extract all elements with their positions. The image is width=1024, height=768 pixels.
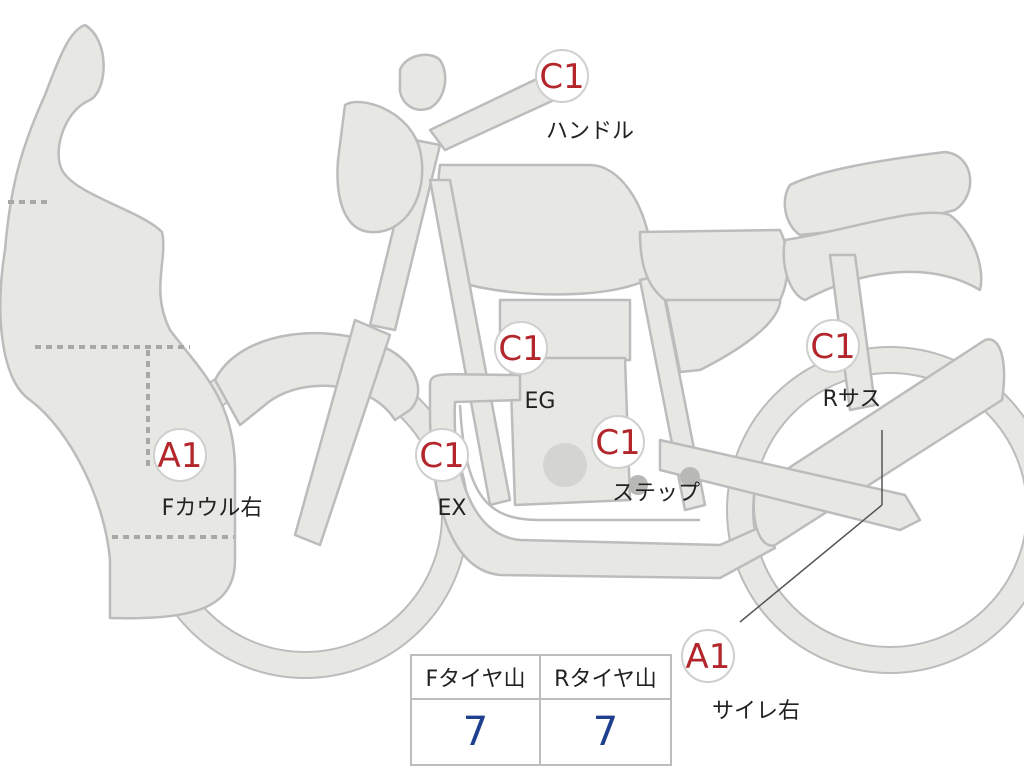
swing-arm xyxy=(658,438,922,532)
front-fork xyxy=(368,138,442,332)
damage-marker: A1 サイレ右 xyxy=(681,629,800,724)
marker-grade-code: A1 xyxy=(686,637,731,677)
marker-part-label: サイレ右 xyxy=(712,699,800,724)
marker-grade-code: C1 xyxy=(539,57,584,97)
marker-circle xyxy=(806,319,860,373)
front-tire-value: 7 xyxy=(412,700,541,764)
marker-part-label: EX xyxy=(438,496,467,521)
rear-tire-value: 7 xyxy=(592,709,619,755)
marker-grade-code: C1 xyxy=(810,327,855,367)
rear-wheel-inner xyxy=(728,348,1024,672)
rear-tire-header: Rタイヤ山 xyxy=(541,656,670,700)
marker-grade-code: A1 xyxy=(158,436,203,476)
front-tire-header: Fタイヤ山 xyxy=(412,656,541,700)
engine-cover xyxy=(543,443,587,487)
motorcycle-illustration xyxy=(0,23,1024,679)
exhaust-pipe xyxy=(428,372,777,580)
footrest-right xyxy=(680,467,700,487)
silencer-leader xyxy=(739,430,883,623)
side-cover xyxy=(663,293,782,374)
tire-tread-table: Fタイヤ山 Rタイヤ山 7 7 xyxy=(410,654,672,766)
marker-part-label: ステップ xyxy=(612,481,700,506)
marker-circle xyxy=(153,428,207,482)
marker-part-label: ハンドル xyxy=(546,119,634,144)
fairing-section-lines xyxy=(8,200,234,539)
footrest-left xyxy=(628,475,648,495)
front-fork-lower xyxy=(293,318,392,547)
marker-part-label: Rサス xyxy=(823,387,882,412)
damage-marker: C1 ハンドル xyxy=(535,49,634,144)
marker-part-label: Fカウル右 xyxy=(162,496,263,521)
marker-part-label: EG xyxy=(525,389,556,414)
mirror xyxy=(398,53,447,111)
front-fender xyxy=(213,331,420,427)
marker-grade-code: C1 xyxy=(498,329,543,369)
marker-circle xyxy=(591,415,645,469)
fuel-tank xyxy=(436,163,657,296)
marker-grade-code: C1 xyxy=(595,423,640,463)
marker-circle xyxy=(535,49,589,103)
marker-grade-code: C1 xyxy=(419,436,464,476)
marker-circle xyxy=(494,321,548,375)
engine-block xyxy=(508,356,632,507)
damage-marker: C1 ステップ xyxy=(591,415,700,506)
headlight xyxy=(336,100,424,234)
marker-circle xyxy=(415,428,469,482)
front-fairing xyxy=(0,23,237,620)
seat-front xyxy=(638,228,789,302)
marker-circle xyxy=(681,629,735,683)
